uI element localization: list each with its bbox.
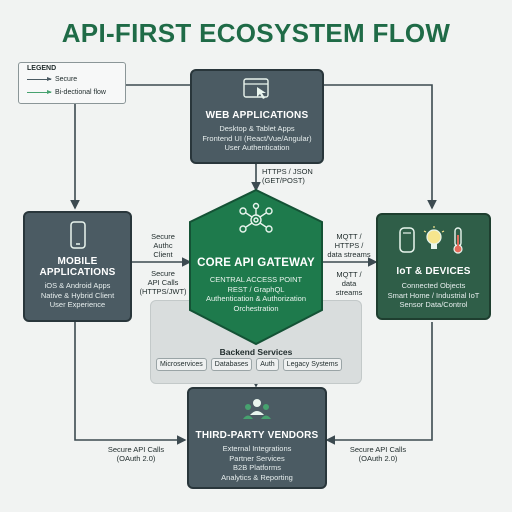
gears-network-icon <box>239 202 273 233</box>
label-mobile-top-line-3: Client <box>153 250 173 259</box>
web-line-2: Frontend UI (React/Vue/Angular) <box>202 133 312 143</box>
label-vendor-right-line-2: (OAuth 2.0) <box>358 454 398 463</box>
gateway-text: CORE API GATEWAY CENTRAL ACCESS POINT RE… <box>190 257 322 313</box>
label-web-gateway-line-2: (GET/POST) <box>262 176 305 185</box>
label-mobile-top-line-1: Secure <box>151 232 175 241</box>
web-line-3: User Authentication <box>224 143 290 152</box>
mobile-applications-box: MOBILE APPLICATIONS iOS & Android Apps N… <box>23 211 132 322</box>
iot-line-2: Smart Home / Industrial IoT <box>387 290 480 300</box>
gateway-title: CORE API GATEWAY <box>197 257 315 269</box>
label-mobile-gateway-bottom: Secure API Calls (HTTPS/JWT) <box>136 269 190 296</box>
third-party-vendors-box: THIRD-PARTY VENDORS External Integration… <box>187 387 327 489</box>
backend-services-title: Backend Services <box>219 347 293 357</box>
gateway-line-1: CENTRAL ACCESS POINT <box>209 275 303 284</box>
label-iot-gateway-top: MQTT / HTTPS / data streams <box>324 232 374 259</box>
iot-icons <box>398 226 463 254</box>
label-web-gateway-line-1: HTTPS / JSON <box>262 167 313 176</box>
gateway-line-4: Orchestration <box>233 303 279 313</box>
gateway-hexagon <box>189 188 323 346</box>
label-vendor-right: Secure API Calls (OAuth 2.0) <box>338 445 418 463</box>
label-mobile-bottom-line-1: Secure <box>151 269 175 278</box>
vendors-line-1: External Integrations <box>222 444 292 453</box>
label-mobile-bottom-line-2: API Calls <box>147 278 179 287</box>
mobile-line-1: iOS & Android Apps <box>44 281 111 290</box>
iot-devices-box: IoT & DEVICES Connected Objects Smart Ho… <box>376 213 491 320</box>
chip-auth: Auth <box>256 358 279 371</box>
smartphone-icon <box>69 221 86 249</box>
vendors-line-4: Analytics & Reporting <box>221 472 293 482</box>
label-iot-bottom-line-3: streams <box>335 288 363 297</box>
thermometer-icon <box>452 227 463 254</box>
vendors-line-3: B2B Platforms <box>233 463 281 472</box>
label-iot-top-line-3: data streams <box>327 250 371 259</box>
legend-item-bidirectional: Bi-dectional flow <box>27 89 106 96</box>
web-line-1: Desktop & Tablet Apps <box>219 124 295 133</box>
backend-chips: Microservices Databases Auth Legacy Syst… <box>156 358 343 371</box>
vendors-title: THIRD-PARTY VENDORS <box>195 430 319 441</box>
legend-line-bidirectional <box>27 89 52 94</box>
web-applications-box: WEB APPLICATIONS Desktop & Tablet Apps F… <box>190 69 324 164</box>
mobile-line-2: Native & Hybrid Client <box>40 290 115 300</box>
connector-mobile-to-vendors <box>74 322 187 445</box>
legend-line-secure <box>27 76 52 81</box>
web-applications-title: WEB APPLICATIONS <box>205 110 309 121</box>
chip-databases: Databases <box>210 358 253 371</box>
speaker-icon <box>398 227 415 253</box>
label-iot-bottom-line-1: MQTT / <box>336 270 362 279</box>
gateway-line-2: REST / GraphQL <box>227 284 285 294</box>
label-iot-top-line-1: MQTT / <box>336 232 362 241</box>
label-web-gateway: HTTPS / JSON (GET/POST) <box>262 167 313 185</box>
gateway-line-3: Authentication & Authorization <box>205 294 307 303</box>
chip-microservices: Microservices <box>156 358 207 371</box>
legend: LEGEND Secure Bi-dectional flow <box>18 62 126 104</box>
legend-label-bidirectional: Bi-dectional flow <box>55 89 106 96</box>
chip-legacy-systems: Legacy Systems <box>282 358 343 371</box>
label-iot-top-line-2: HTTPS / <box>334 241 364 250</box>
legend-item-secure: Secure <box>27 76 77 83</box>
page-title: API-FIRST ECOSYSTEM FLOW <box>61 18 451 48</box>
people-network-icon <box>243 399 271 419</box>
label-iot-gateway-bottom: MQTT / data streams <box>326 270 372 297</box>
label-vendor-left-line-1: Secure API Calls <box>107 445 165 454</box>
label-mobile-top-line-2: Authc <box>153 241 173 250</box>
browser-cursor-icon <box>243 78 269 99</box>
label-vendor-right-line-1: Secure API Calls <box>349 445 407 454</box>
iot-line-1: Connected Objects <box>401 281 466 290</box>
mobile-line-3: User Experience <box>49 300 106 309</box>
label-iot-bottom-line-2: data <box>341 279 357 288</box>
label-vendor-left-line-2: (OAuth 2.0) <box>116 454 156 463</box>
connector-web-to-iot <box>322 84 437 210</box>
vendors-line-2: Partner Services <box>229 453 285 463</box>
iot-line-3: Sensor Data/Control <box>399 300 468 309</box>
connector-iot-to-vendors <box>325 322 433 445</box>
mobile-title-line-2: APPLICATIONS <box>39 267 116 278</box>
lightbulb-icon <box>423 226 444 249</box>
label-mobile-bottom-line-3: (HTTPS/JWT) <box>139 287 187 296</box>
label-mobile-gateway-top: Secure Authc Client <box>140 232 186 259</box>
legend-heading: LEGEND <box>27 65 57 72</box>
legend-label-secure: Secure <box>55 76 78 83</box>
iot-title: IoT & DEVICES <box>396 266 471 277</box>
mobile-title-line-1: MOBILE <box>57 256 98 267</box>
label-vendor-left: Secure API Calls (OAuth 2.0) <box>96 445 176 463</box>
